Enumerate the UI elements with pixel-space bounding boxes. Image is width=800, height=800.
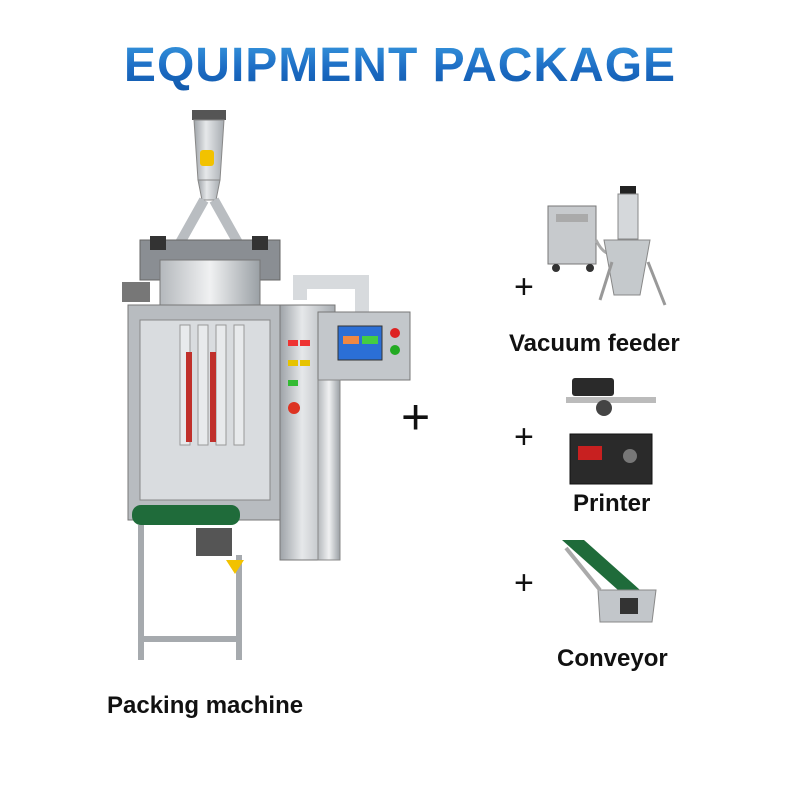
plus-sign-conveyor: + [514, 564, 534, 602]
page-title: EQUIPMENT PACKAGE [0, 38, 800, 93]
plus-sign-main: + [401, 389, 431, 445]
printer-label: Printer [573, 490, 651, 517]
plus-sign-printer: + [514, 418, 534, 456]
conveyor-label: Conveyor [557, 645, 668, 672]
packing-machine-label: Packing machine [107, 692, 304, 719]
vacuum-feeder-label: Vacuum feeder [509, 330, 680, 357]
plus-sign-vacuum: + [514, 268, 534, 306]
